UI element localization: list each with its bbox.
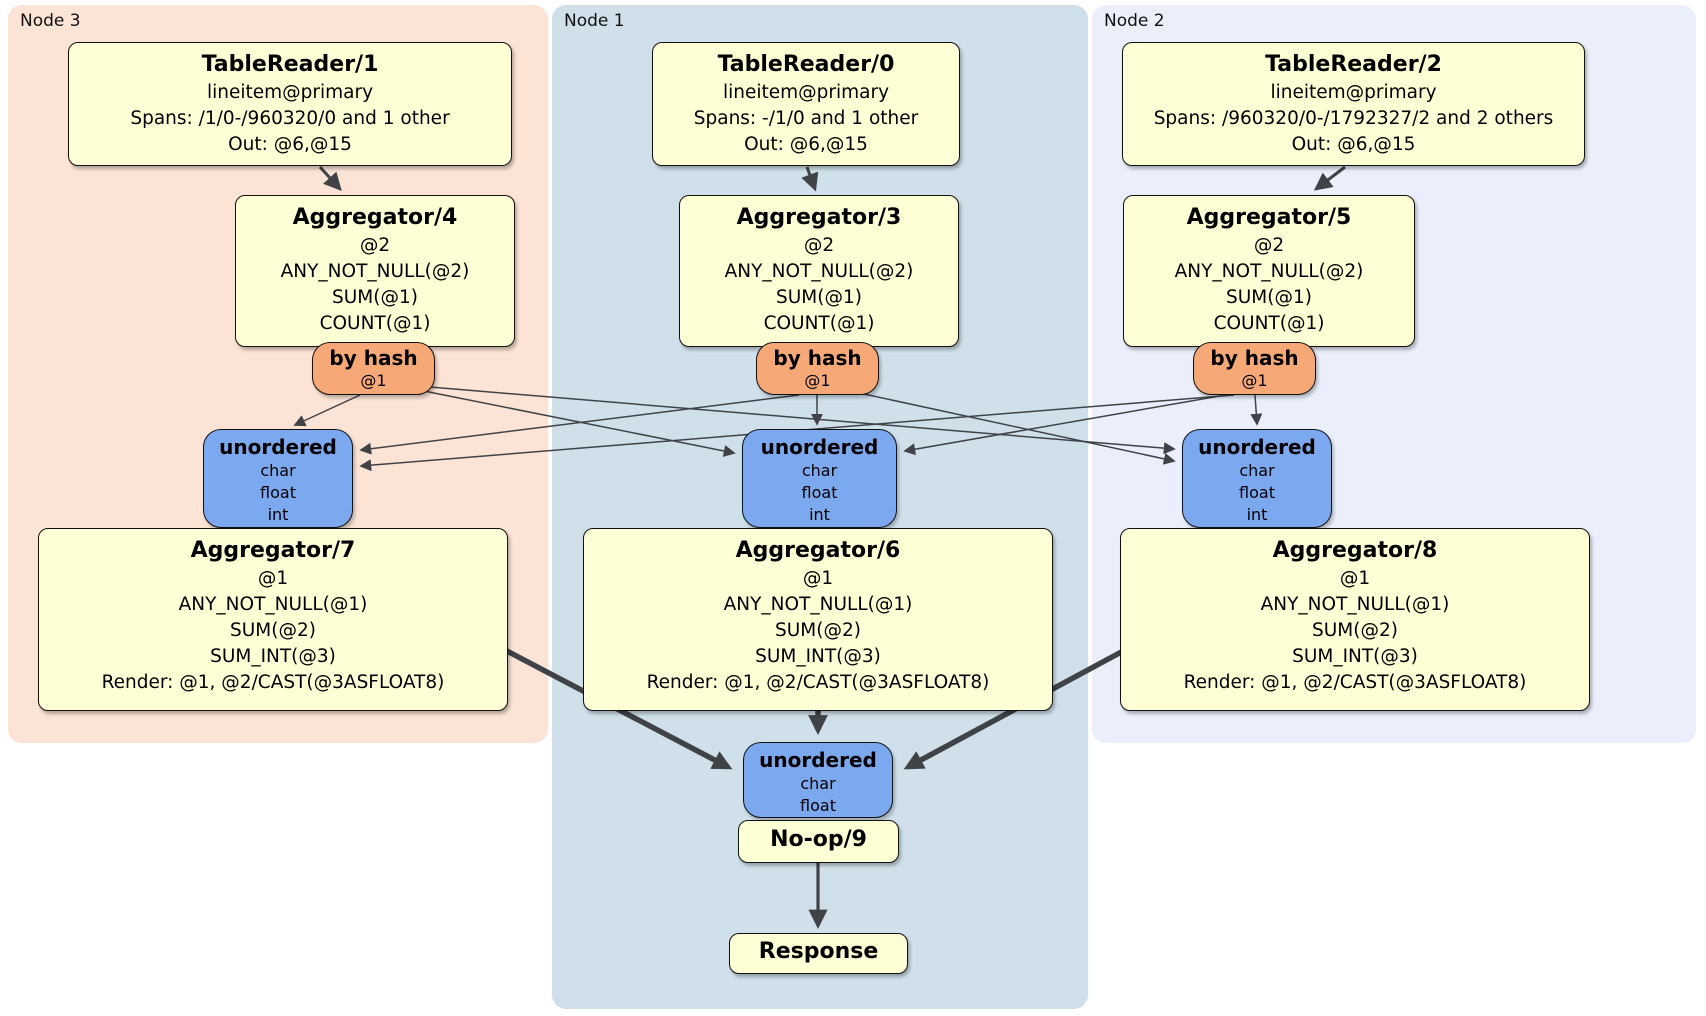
router-title: by hash <box>1210 346 1299 370</box>
processor-title: TableReader/1 <box>201 52 379 77</box>
processor-title: Response <box>758 939 879 964</box>
processor-title: TableReader/0 <box>717 52 895 77</box>
aggregator-3-box: Aggregator/3 @2 ANY_NOT_NULL(@2) SUM(@1)… <box>679 195 959 347</box>
processor-title: Aggregator/4 <box>292 205 458 230</box>
router-title: by hash <box>329 346 418 370</box>
node1-label: Node 1 <box>564 11 625 31</box>
tablereader-2-box: TableReader/2 lineitem@primary Spans: /9… <box>1122 42 1585 166</box>
tablereader-1-box: TableReader/1 lineitem@primary Spans: /1… <box>68 42 512 166</box>
processor-title: Aggregator/7 <box>190 538 356 563</box>
sync-title: unordered <box>1198 435 1316 459</box>
processor-title: Aggregator/8 <box>1272 538 1438 563</box>
processor-title: Aggregator/5 <box>1186 205 1352 230</box>
unordered-sync-final: unordered char float <box>743 742 893 818</box>
sync-title: unordered <box>219 435 337 459</box>
aggregator-4-box: Aggregator/4 @2 ANY_NOT_NULL(@2) SUM(@1)… <box>235 195 515 347</box>
processor-title: Aggregator/6 <box>735 538 901 563</box>
processor-title: No-op/9 <box>770 827 867 852</box>
hash-router-node2: by hash @1 <box>1193 342 1316 395</box>
tablereader-0-box: TableReader/0 lineitem@primary Spans: -/… <box>652 42 960 166</box>
hash-router-node3: by hash @1 <box>312 342 435 395</box>
aggregator-8-box: Aggregator/8 @1 ANY_NOT_NULL(@1) SUM(@2)… <box>1120 528 1590 711</box>
noop-box: No-op/9 <box>738 820 899 863</box>
aggregator-5-box: Aggregator/5 @2 ANY_NOT_NULL(@2) SUM(@1)… <box>1123 195 1415 347</box>
unordered-sync-node3: unordered char float int <box>203 429 353 528</box>
unordered-sync-node1: unordered char float int <box>742 429 897 528</box>
node3-label: Node 3 <box>20 11 81 31</box>
router-title: by hash <box>773 346 862 370</box>
response-box: Response <box>729 933 908 974</box>
aggregator-7-box: Aggregator/7 @1 ANY_NOT_NULL(@1) SUM(@2)… <box>38 528 508 711</box>
aggregator-6-box: Aggregator/6 @1 ANY_NOT_NULL(@1) SUM(@2)… <box>583 528 1053 711</box>
unordered-sync-node2: unordered char float int <box>1182 429 1332 528</box>
sync-title: unordered <box>759 748 877 772</box>
node2-label: Node 2 <box>1104 11 1165 31</box>
sync-title: unordered <box>760 435 879 459</box>
processor-title: Aggregator/3 <box>736 205 902 230</box>
processor-title: TableReader/2 <box>1265 52 1442 77</box>
hash-router-node1: by hash @1 <box>756 342 879 395</box>
